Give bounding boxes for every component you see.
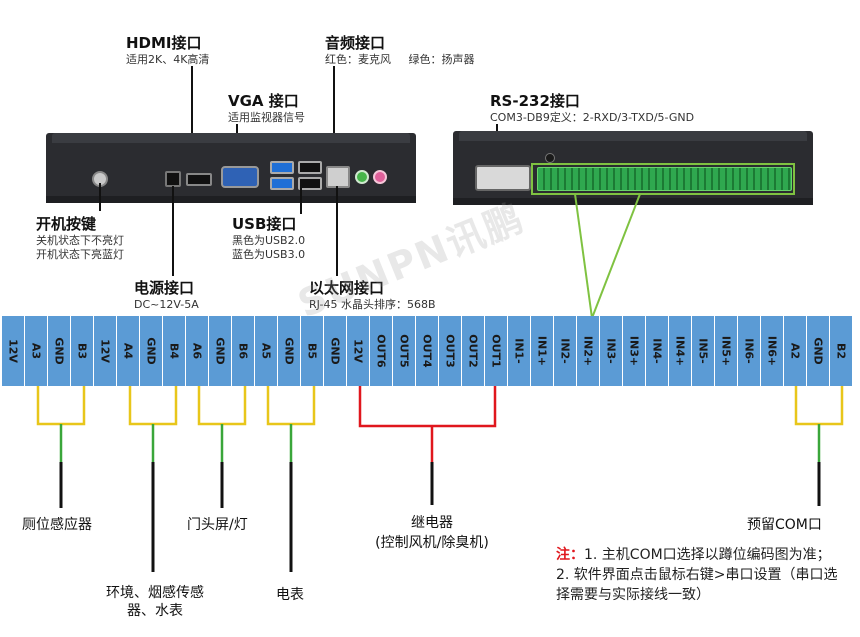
audio-sub: 红色：麦克风 绿色：扬声器 (325, 53, 475, 66)
label-door-screen: 门头屏/灯 (187, 517, 248, 533)
terminal-pin: A3 (25, 316, 48, 386)
ethernet-callout: 以太网接口 RJ-45 水晶头排序：568B (309, 277, 436, 312)
audio-pointer (333, 66, 335, 166)
ethernet-port-icon (326, 166, 350, 188)
terminal-pin: IN4+ (669, 316, 692, 386)
terminal-pin: B3 (71, 316, 94, 386)
ethernet-title: 以太网接口 (309, 279, 385, 297)
host-back-panel (453, 131, 813, 205)
note-prefix: 注： (556, 547, 584, 563)
terminal-pin: IN1- (508, 316, 531, 386)
audio-title: 音频接口 (325, 34, 386, 52)
usb2-port-icon (298, 177, 322, 190)
rs232-callout: RS-232接口 COM3-DB9定义：2-RXD/3-TXD/5-GND (490, 90, 694, 125)
hdmi-port-icon (186, 173, 212, 186)
terminal-pin: 12V (347, 316, 370, 386)
power-callout: 电源接口 DC~12V-5A (134, 277, 199, 312)
note-text: 1. 主机COM口选择以蹲位编码图为准；2. 软件界面点击鼠标右键>串口设置（串… (556, 547, 838, 603)
vga-sub: 适用监视器信号 (228, 111, 305, 124)
usb-sub-1: 黑色为USB2.0 (232, 234, 306, 247)
usb-callout: USB接口 黑色为USB2.0 蓝色为USB3.0 (232, 213, 305, 262)
terminal-pin: B5 (301, 316, 324, 386)
power-button-callout: 开机按键 关机状态下不亮灯 开机状态下亮蓝灯 (36, 213, 124, 262)
hdmi-title: HDMI接口 (126, 34, 202, 52)
terminal-pin: IN2- (554, 316, 577, 386)
power-button-title: 开机按键 (36, 215, 97, 233)
usb3-port-icon (270, 177, 294, 190)
terminal-pin: GND (278, 316, 301, 386)
db9-port-icon (475, 165, 531, 191)
indicator-icon (545, 153, 555, 163)
terminal-pin: IN5- (692, 316, 715, 386)
label-relay-line-1: 继电器 (411, 515, 453, 531)
audio-callout: 音频接口 红色：麦克风 绿色：扬声器 (325, 32, 474, 67)
terminal-pin: GND (140, 316, 163, 386)
label-relay-line-2: (控制风机/除臭机) (375, 535, 489, 551)
ethernet-sub: RJ-45 水晶头排序：568B (309, 298, 436, 311)
hdmi-callout: HDMI接口 适用2K、4K高清 (126, 32, 209, 67)
terminal-pin: IN3- (600, 316, 623, 386)
vga-callout: VGA 接口 适用监视器信号 (228, 90, 305, 125)
terminal-pin: IN6- (738, 316, 761, 386)
terminal-pin: B6 (232, 316, 255, 386)
terminal-pin: A2 (784, 316, 807, 386)
usb3-port-icon (270, 161, 294, 174)
terminal-pin: 12V (2, 316, 25, 386)
label-reserve-com: 预留COM口 (747, 517, 822, 533)
terminal-pin: A6 (186, 316, 209, 386)
label-toilet-sensor: 厕位感应器 (22, 517, 92, 533)
power-button-sub-2: 开机状态下亮蓝灯 (36, 248, 124, 261)
hdmi-pointer (191, 66, 193, 166)
power-button-sub-1: 关机状态下不亮灯 (36, 234, 124, 247)
terminal-pin: OUT1 (485, 316, 508, 386)
rs232-title: RS-232接口 (490, 92, 580, 110)
terminal-pin: OUT3 (439, 316, 462, 386)
terminal-pin: GND (324, 316, 347, 386)
speaker-jack-icon (355, 170, 369, 184)
label-relay: 继电器 (控制风机/除臭机) (366, 513, 498, 553)
power-button-pointer (99, 183, 101, 211)
terminal-pin: OUT4 (416, 316, 439, 386)
host-front-panel (46, 133, 416, 203)
terminal-pin: GND (807, 316, 830, 386)
hdmi-sub: 适用2K、4K高清 (126, 53, 210, 66)
terminal-pin: IN3+ (623, 316, 646, 386)
vga-port-icon (221, 166, 259, 188)
terminal-pin: B2 (830, 316, 853, 386)
terminal-pin: IN1+ (531, 316, 554, 386)
terminal-pin: OUT2 (462, 316, 485, 386)
terminal-pin: GND (209, 316, 232, 386)
terminal-pin: A5 (255, 316, 278, 386)
terminal-pin: A4 (117, 316, 140, 386)
usb2-port-icon (298, 161, 322, 174)
terminal-pin: IN6+ (761, 316, 784, 386)
terminal-pin: 12V (94, 316, 117, 386)
terminal-pin: OUT6 (370, 316, 393, 386)
ethernet-pointer (336, 186, 338, 276)
vga-title: VGA 接口 (228, 92, 299, 110)
label-env-sensor: 环境、烟感传感器、水表 (96, 584, 214, 620)
usb-pointer (300, 188, 302, 214)
terminal-pin: IN4- (646, 316, 669, 386)
usb-title: USB接口 (232, 215, 297, 233)
rs232-sub: COM3-DB9定义：2-RXD/3-TXD/5-GND (490, 111, 695, 124)
power-title: 电源接口 (134, 279, 195, 297)
note: 注：1. 主机COM口选择以蹲位编码图为准；2. 软件界面点击鼠标右键>串口设置… (556, 545, 844, 605)
terminal-pin: GND (48, 316, 71, 386)
terminal-pin: IN5+ (715, 316, 738, 386)
terminal-block-icon (537, 167, 792, 191)
power-pointer (172, 186, 174, 276)
label-meter: 电表 (276, 587, 304, 603)
label-env-sensor-text: 环境、烟感传感器、水表 (106, 585, 204, 619)
terminal-pin: IN2+ (577, 316, 600, 386)
terminal-pin: OUT5 (393, 316, 416, 386)
power-sub: DC~12V-5A (134, 298, 199, 311)
mic-jack-icon (373, 170, 387, 184)
terminal-pin: B4 (163, 316, 186, 386)
usb-sub-2: 蓝色为USB3.0 (232, 248, 306, 261)
